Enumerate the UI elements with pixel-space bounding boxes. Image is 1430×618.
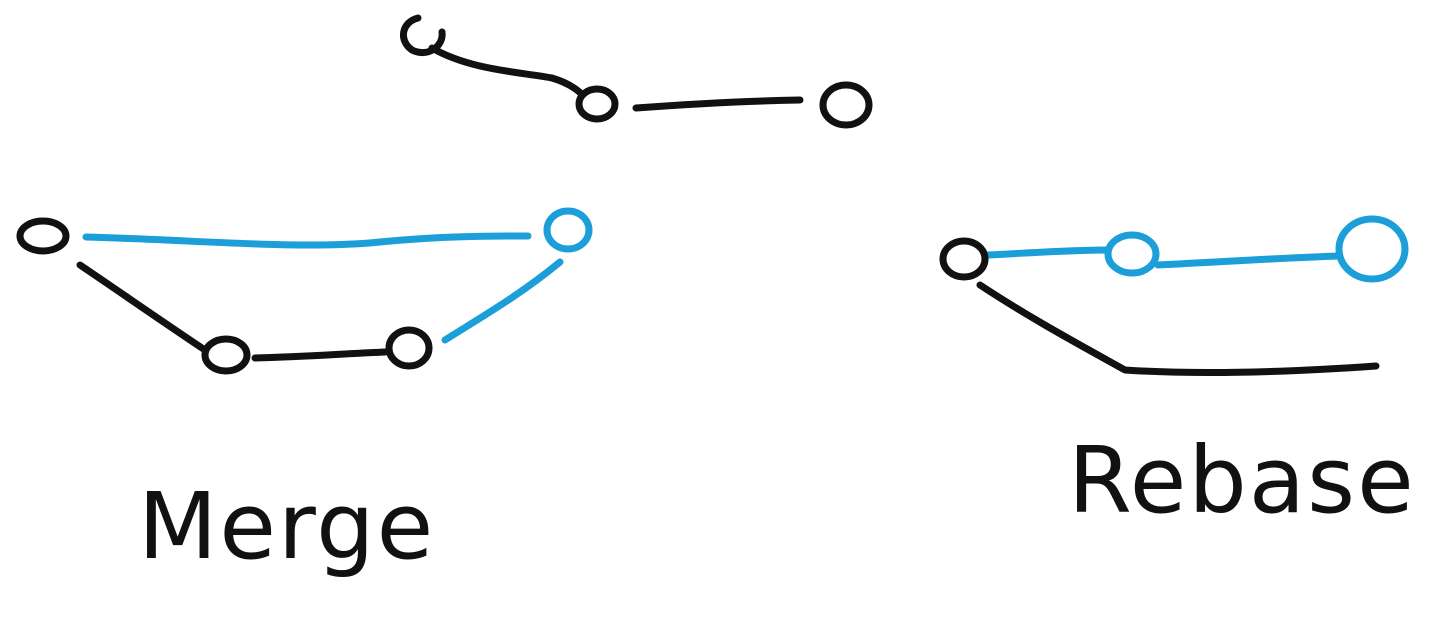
original-commit-1 — [400, 14, 446, 57]
rebase-commit-start — [939, 237, 989, 281]
rebase-diagram: Rebase — [939, 215, 1416, 534]
original-edge-2 — [632, 96, 804, 112]
merge-commit-merged — [543, 207, 593, 253]
merge-label: Merge — [138, 473, 435, 580]
merge-base-edge-2 — [251, 348, 389, 362]
merge-feature-edge — [82, 232, 532, 249]
original-commit-2 — [575, 85, 619, 123]
merge-base-edge-1 — [76, 261, 209, 354]
rebase-feature-edge-1 — [984, 246, 1112, 259]
original-commit-3 — [819, 81, 873, 129]
merge-join-edge — [441, 258, 564, 344]
merge-commit-start — [16, 217, 70, 255]
rebase-commit-rebased-1 — [1104, 231, 1160, 277]
rebase-label: Rebase — [1068, 427, 1416, 534]
merge-commit-base-1 — [201, 335, 251, 375]
rebase-commit-rebased-2 — [1335, 215, 1409, 283]
rebase-feature-edge-2 — [1154, 252, 1342, 269]
merge-commit-base-2 — [385, 326, 433, 370]
merge-diagram: Merge — [16, 207, 593, 580]
original-edge-1 — [428, 44, 592, 104]
rebase-base-edge — [976, 281, 1380, 377]
original-history — [400, 14, 873, 129]
